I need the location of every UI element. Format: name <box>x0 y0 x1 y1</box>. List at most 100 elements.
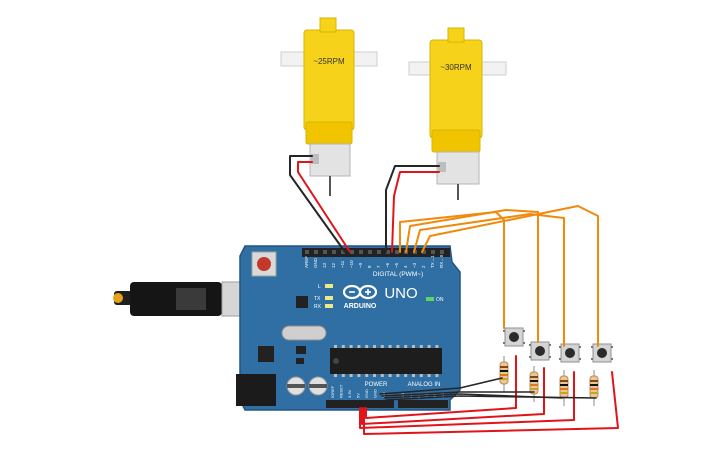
power-header <box>326 400 394 408</box>
chip-pins-top <box>334 345 439 348</box>
wire-gnd-2[interactable] <box>381 391 535 397</box>
resistor-band <box>530 388 538 390</box>
digital-pin-label: ~5 <box>394 262 399 268</box>
power-header-label: POWER <box>365 382 388 388</box>
atmega-chip <box>330 348 442 374</box>
wire-5v-bus-4[interactable] <box>365 355 517 419</box>
chip-pin <box>373 374 376 377</box>
button-cap[interactable] <box>509 332 519 342</box>
led-tx <box>325 296 333 300</box>
capacitor-1-band <box>287 384 305 388</box>
digital-pin-socket[interactable] <box>314 250 318 254</box>
resistor-band <box>560 384 568 386</box>
push-button-3[interactable] <box>559 343 581 363</box>
motor-gearbox <box>305 121 353 145</box>
wire-motor2-red[interactable] <box>391 171 440 253</box>
digital-pin-socket[interactable] <box>440 250 444 254</box>
wire-gnd-1[interactable] <box>379 377 503 395</box>
digital-pin-label: 13 <box>322 262 327 268</box>
digital-pin-label: TX→1 <box>430 255 435 268</box>
reset-button[interactable] <box>257 257 271 271</box>
wire-5v-bus-3[interactable] <box>361 367 545 425</box>
power-pin-label: IOREF <box>330 385 335 398</box>
chip-pin <box>349 345 353 348</box>
resistor-2[interactable] <box>529 366 539 402</box>
digital-pin-socket[interactable] <box>359 250 363 254</box>
motor-cap <box>447 27 465 43</box>
digital-pin-socket[interactable] <box>431 250 435 254</box>
wire-motor1-red[interactable] <box>297 161 351 253</box>
wire-button4-signal[interactable] <box>421 205 599 347</box>
chip-pin <box>435 345 439 348</box>
button-cap[interactable] <box>597 348 607 358</box>
analog-header <box>398 400 448 408</box>
wire-button2-signal[interactable] <box>405 209 539 343</box>
wire-button3-signal[interactable] <box>413 213 565 347</box>
usb-chip <box>296 296 308 308</box>
dc-motor-2[interactable]: ~30RPM <box>408 27 507 200</box>
resistor-4[interactable] <box>589 370 599 406</box>
analog-header-label: ANALOG IN <box>408 382 441 388</box>
resistor-3[interactable] <box>559 370 569 406</box>
push-button-1[interactable] <box>503 327 525 347</box>
digital-pin-socket[interactable] <box>422 250 426 254</box>
led-rx <box>325 304 333 308</box>
chip-pin <box>412 345 415 348</box>
digital-pin-socket[interactable] <box>332 250 336 254</box>
power-jack[interactable] <box>236 374 276 406</box>
resistor-1[interactable] <box>499 356 509 392</box>
button-leg <box>591 346 593 348</box>
wire-motor2-black[interactable] <box>385 165 440 253</box>
wire-gnd-4[interactable] <box>385 395 597 401</box>
resistor-band <box>500 374 508 376</box>
crystal <box>281 325 327 341</box>
button-leg <box>523 342 525 344</box>
digital-pin-socket[interactable] <box>386 250 390 254</box>
digital-pin-label: 2 <box>421 265 426 268</box>
chip-pin <box>412 374 415 377</box>
button-cap[interactable] <box>535 346 545 356</box>
motor-gearbox <box>431 129 481 153</box>
wire-motor1-black[interactable] <box>289 155 346 253</box>
wire-5v-bus-2[interactable] <box>359 371 575 429</box>
led-tx-label: TX <box>314 296 321 302</box>
led-on <box>426 297 434 301</box>
resistor-band <box>530 384 538 386</box>
chip-pin <box>388 345 392 348</box>
resistor-band <box>560 388 568 390</box>
resistor-band <box>560 380 568 382</box>
push-button-4[interactable] <box>591 343 613 363</box>
power-pin-label: RESET <box>339 384 344 398</box>
resistor-band <box>590 380 598 382</box>
chip-pin <box>334 345 337 348</box>
button-leg <box>503 342 505 344</box>
digital-pin-label: ~3 <box>412 262 417 268</box>
button-cap[interactable] <box>565 348 575 358</box>
digital-pin-socket[interactable] <box>305 250 309 254</box>
board-brand: ARDUINO <box>344 303 377 310</box>
chip-pin <box>388 374 392 377</box>
push-button-2[interactable] <box>529 341 551 361</box>
led-on-label: ON <box>436 297 444 303</box>
push-buttons <box>499 327 613 406</box>
digital-pin-label: GND <box>313 257 318 268</box>
dc-motor-1[interactable]: ~25RPM <box>280 17 378 196</box>
digital-pin-socket[interactable] <box>341 250 345 254</box>
digital-pin-socket[interactable] <box>368 250 372 254</box>
digital-pin-label: ~10 <box>349 260 354 268</box>
button-leg <box>523 330 525 332</box>
digital-pin-socket[interactable] <box>395 250 399 254</box>
atmega-notch <box>333 358 339 364</box>
digital-pin-socket[interactable] <box>377 250 381 254</box>
power-pin-label: GND <box>364 389 369 398</box>
motor-body <box>429 39 483 139</box>
wire-5v-bus-1[interactable] <box>363 371 619 435</box>
resistor-band <box>500 378 508 380</box>
digital-pin-socket[interactable] <box>323 250 327 254</box>
chip-pin <box>396 374 400 377</box>
pad-1 <box>296 346 306 354</box>
resistor-band <box>590 388 598 390</box>
digital-pin-socket[interactable] <box>350 250 354 254</box>
button-leg <box>503 330 505 332</box>
